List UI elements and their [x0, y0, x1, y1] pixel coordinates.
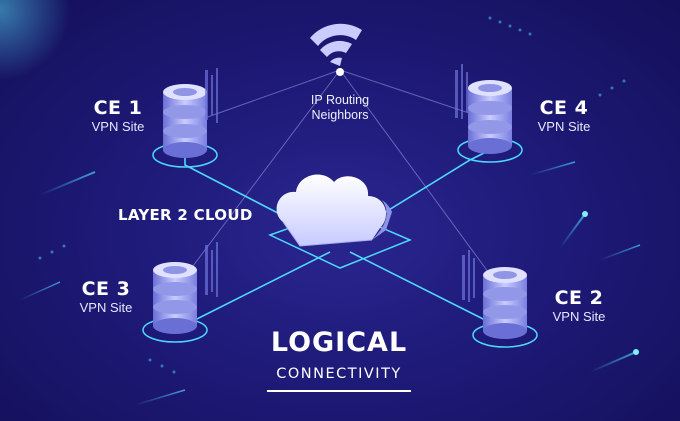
footer-title: LOGICAL: [270, 327, 408, 358]
server-ce1: [152, 84, 218, 168]
data-bars: [205, 64, 475, 302]
site-ce1-sub: VPN Site: [91, 119, 145, 134]
server-ce2: [472, 267, 538, 348]
cloud-icon: [276, 174, 392, 247]
corner-glow: [0, 0, 70, 80]
router-label-line1: IP Routing: [310, 93, 370, 107]
site-ce4-sub: VPN Site: [537, 119, 591, 134]
routing-lines: [174, 69, 506, 296]
site-ce1-name: CE 1: [93, 97, 143, 119]
light-streaks: [19, 16, 641, 406]
router-label-line2: Neighbors: [311, 108, 369, 122]
site-ce3-name: CE 3: [81, 278, 131, 300]
site-ce2-name: CE 2: [554, 287, 604, 309]
site-ce2-label: CE 2 VPN Site: [545, 287, 613, 324]
site-ce4-label: CE 4 VPN Site: [530, 97, 598, 134]
site-ce3-sub: VPN Site: [79, 300, 133, 315]
site-ce1-label: CE 1 VPN Site: [88, 97, 148, 134]
server-ce3: [142, 262, 208, 343]
layer2-cloud-label: LAYER 2 CLOUD: [118, 206, 253, 224]
wifi-icon: [310, 23, 362, 76]
footer-subtitle: CONNECTIVITY: [276, 366, 402, 382]
site-ce2-sub: VPN Site: [552, 309, 606, 324]
site-ce3-label: CE 3 VPN Site: [74, 278, 138, 315]
server-ce4: [457, 80, 523, 163]
router-label: IP Routing Neighbors: [285, 93, 395, 123]
site-ce4-name: CE 4: [539, 97, 589, 119]
footer-underline: [267, 390, 411, 392]
